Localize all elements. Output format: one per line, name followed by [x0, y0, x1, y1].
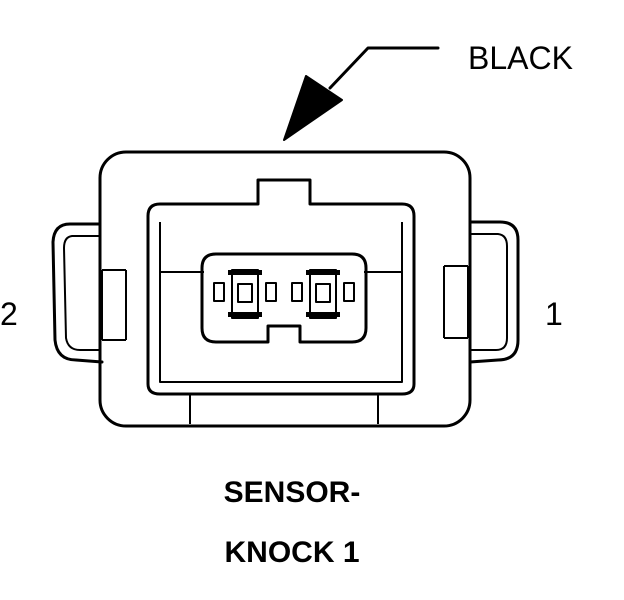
right-latch [443, 220, 520, 364]
terminal-2 [213, 269, 277, 319]
connector-housing [98, 150, 472, 428]
color-pointer-arrow [283, 46, 440, 141]
arrow-pointer-icon [283, 75, 343, 141]
terminal-block [200, 252, 368, 344]
left-latch [51, 222, 127, 364]
pin-2-label: 2 [0, 296, 18, 332]
connector-title-line2: KNOCK 1 [224, 536, 360, 569]
connector-title-line1: SENSOR- [223, 476, 361, 509]
terminal-1 [291, 269, 355, 319]
pin-1-label: 1 [545, 296, 563, 332]
wire-color-label: BLACK [468, 40, 573, 76]
connector-cavity [146, 178, 416, 396]
